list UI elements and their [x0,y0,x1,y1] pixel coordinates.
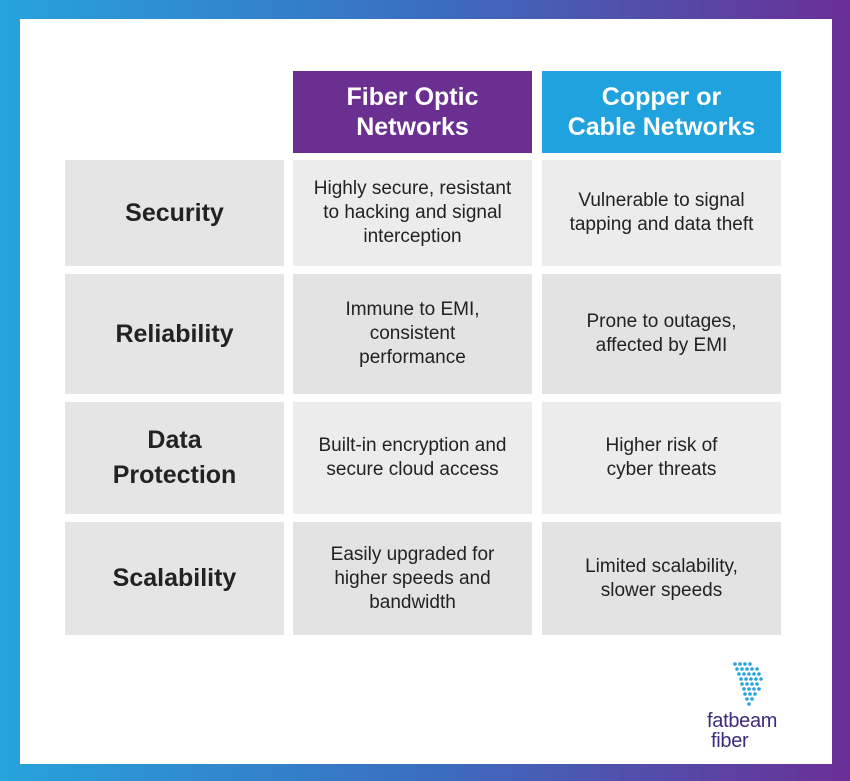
fiber-optic-header: Fiber Optic Networks [293,71,532,153]
fiber-cell: Built-in encryption and secure cloud acc… [293,402,532,514]
logo-wordmark-fiber: fiber [711,730,749,752]
copper-cell: Limited scalability, slower speeds [542,522,781,635]
fatbeam-fiber-logo: fatbeam fiber [707,661,787,753]
copper-cell: Vulnerable to signal tapping and data th… [542,160,781,266]
fiber-cell: Easily upgraded for higher speeds and ba… [293,522,532,635]
row-label: Scalability [65,522,284,635]
copper-cable-header: Copper or Cable Networks [542,71,781,153]
copper-cell: Higher risk of cyber threats [542,402,781,514]
copper-cell: Prone to outages, affected by EMI [542,274,781,394]
fiber-cell: Highly secure, resistant to hacking and … [293,160,532,266]
row-label: Security [65,160,284,266]
fiber-cell: Immune to EMI, consistent performance [293,274,532,394]
logo-wordmark-fatbeam: fatbeam [707,710,778,732]
row-label: Reliability [65,274,284,394]
dot-beam-logo-icon [733,662,763,706]
row-label: Data Protection [65,402,284,514]
comparison-card: Fiber Optic Networks Copper or Cable Net… [20,19,832,764]
